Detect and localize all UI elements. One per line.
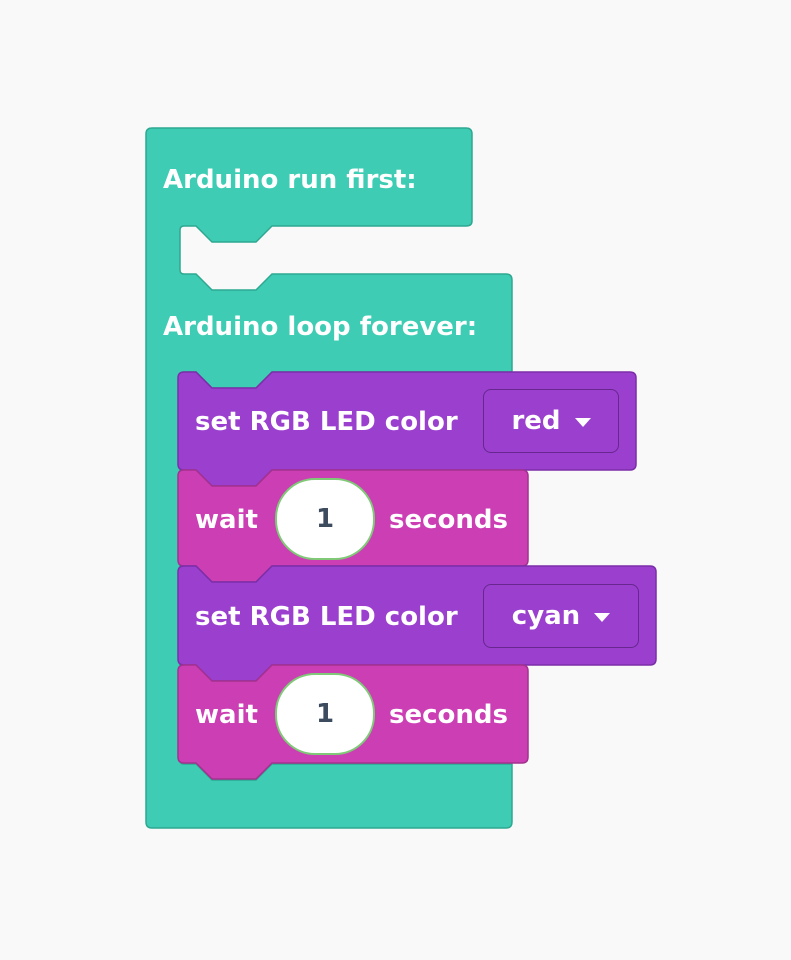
seconds-label-2: seconds — [389, 700, 508, 730]
set-led-label-1: set RGB LED color — [195, 407, 458, 437]
led-color-value-1: red — [511, 406, 561, 436]
dropdown-arrow-icon — [594, 613, 611, 622]
wait-label-2: wait — [195, 700, 258, 730]
led-color-value-2: cyan — [511, 601, 581, 631]
set-led-label-2: set RGB LED color — [195, 602, 458, 632]
loop-forever-label: Arduino loop forever: — [163, 312, 478, 342]
led-color-dropdown-2[interactable]: cyan — [483, 584, 639, 648]
wait-seconds-input-2[interactable]: 1 — [275, 673, 375, 755]
wait-label-1: wait — [195, 505, 258, 535]
led-color-dropdown-1[interactable]: red — [483, 389, 619, 453]
set-led-block-2-body[interactable] — [177, 565, 657, 682]
wait-seconds-input-1[interactable]: 1 — [275, 478, 375, 560]
seconds-label-1: seconds — [389, 505, 508, 535]
set-led-block-1-body[interactable] — [177, 371, 637, 487]
dropdown-arrow-icon — [574, 418, 591, 427]
run-first-label: Arduino run first: — [163, 165, 417, 195]
